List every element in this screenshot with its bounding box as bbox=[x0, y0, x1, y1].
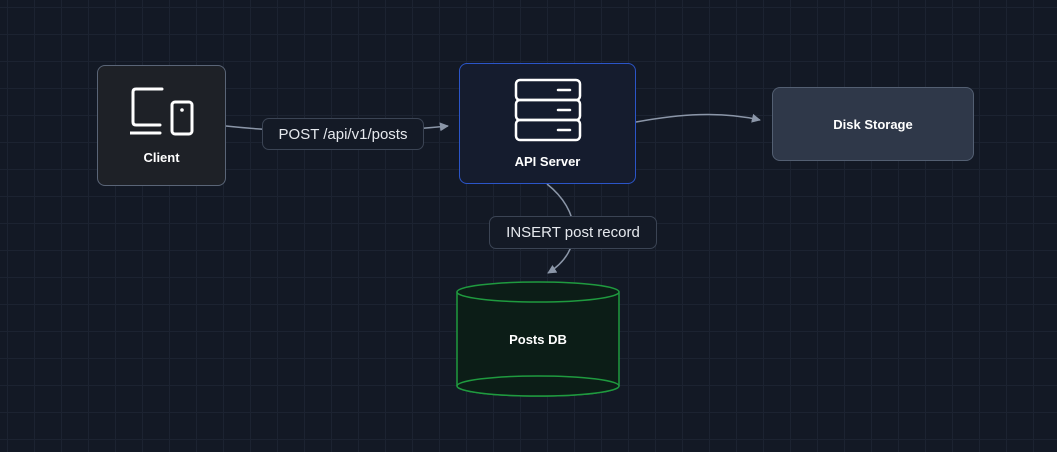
node-disk-storage[interactable]: Disk Storage bbox=[772, 87, 974, 161]
edge-api-to-disk[interactable] bbox=[635, 113, 761, 123]
devices-icon bbox=[129, 87, 193, 136]
edge-label-post[interactable]: POST /api/v1/posts bbox=[262, 118, 424, 150]
database-cylinder-icon bbox=[456, 281, 620, 397]
node-api-server[interactable]: API Server bbox=[459, 63, 636, 184]
posts-db-label: Posts DB bbox=[509, 331, 567, 347]
api-server-label: API Server bbox=[514, 154, 581, 169]
server-icon bbox=[514, 78, 581, 142]
disk-storage-label: Disk Storage bbox=[833, 116, 913, 132]
node-posts-db[interactable]: Posts DB bbox=[455, 280, 621, 398]
edge-label-insert[interactable]: INSERT post record bbox=[489, 216, 657, 249]
node-client[interactable]: Client bbox=[97, 65, 226, 186]
client-label: Client bbox=[143, 150, 180, 165]
